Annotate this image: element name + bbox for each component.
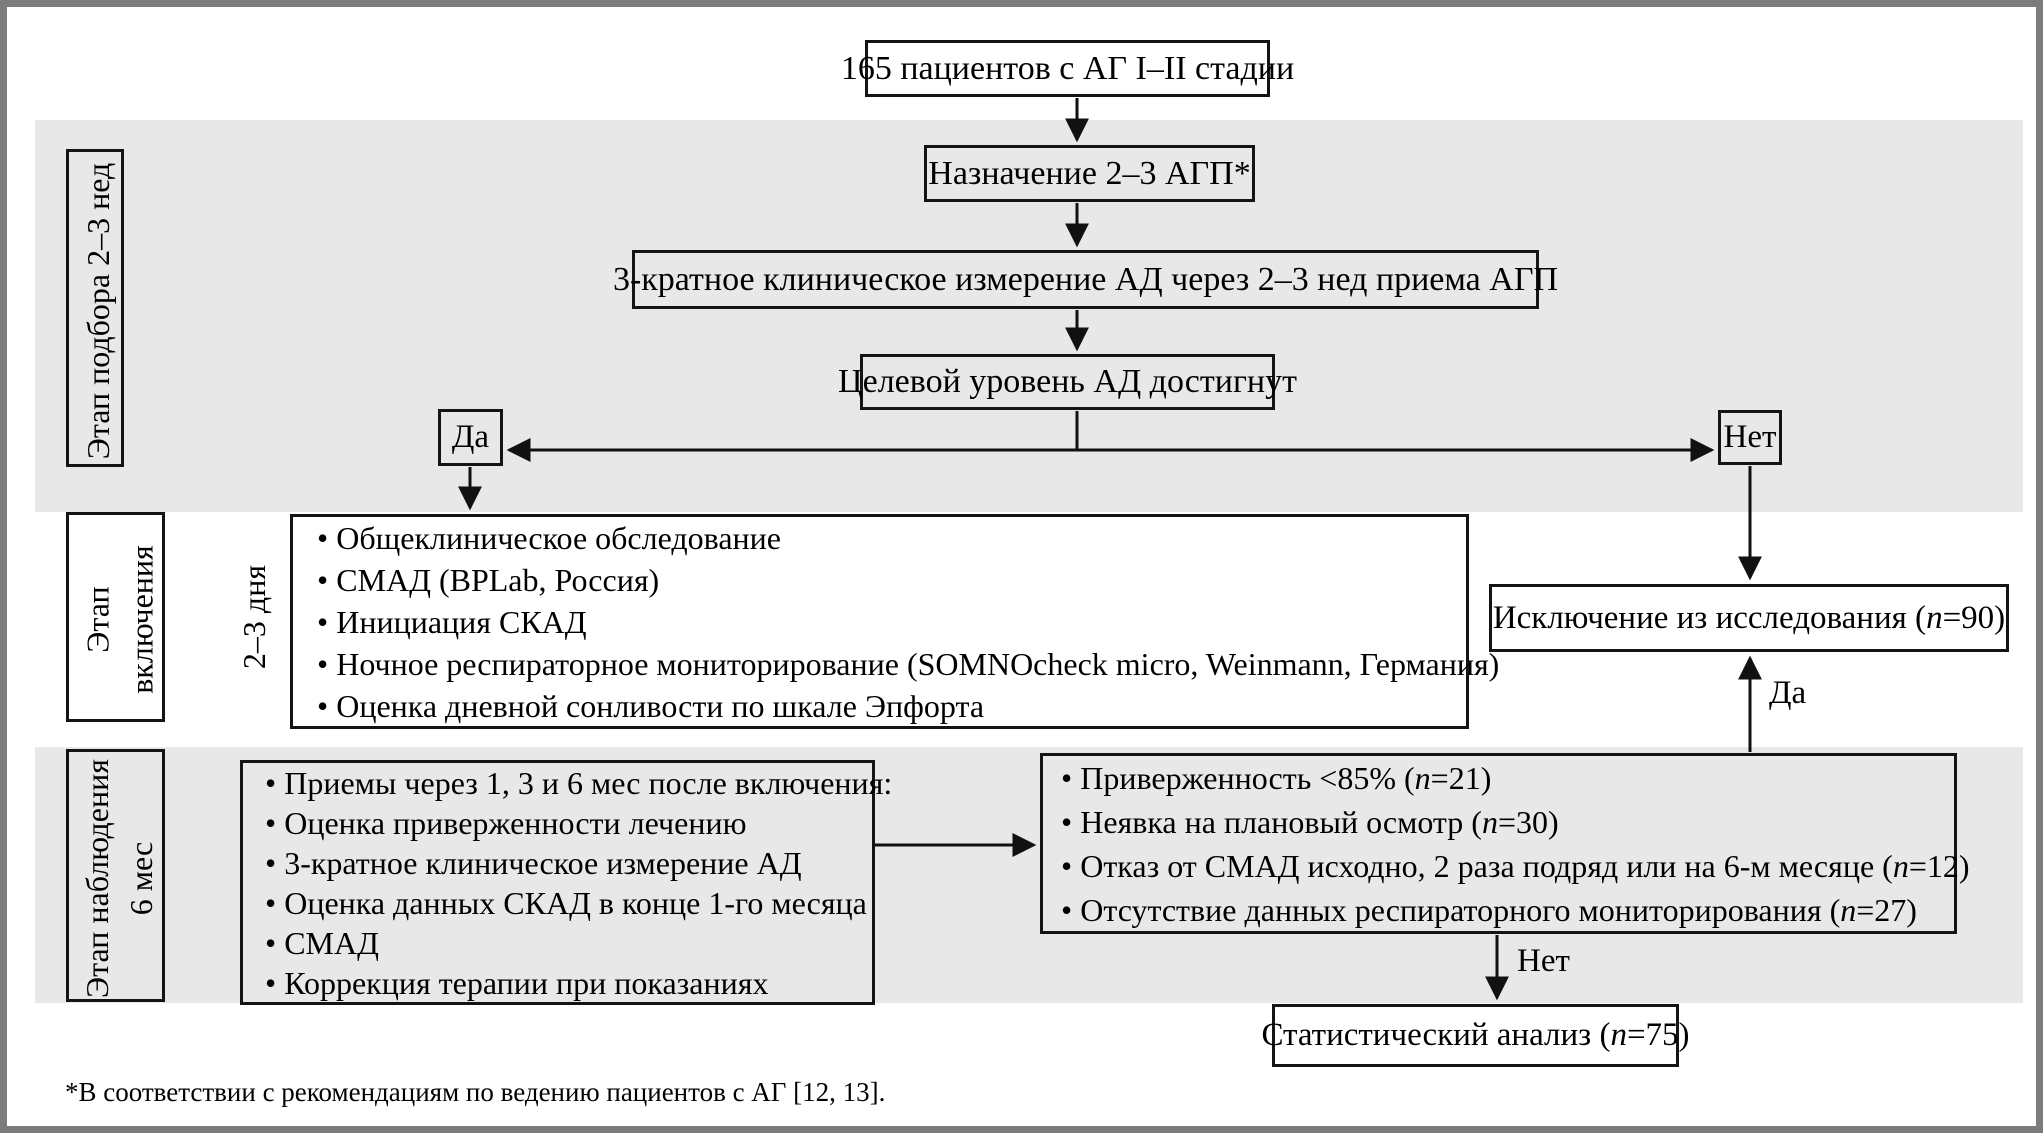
stage3-label-line1: Этап наблюдения	[78, 759, 115, 998]
duration-rot: 2–3 дня	[204, 512, 304, 722]
footnote: *В соответствии с рекомендациям по веден…	[65, 1077, 886, 1107]
followup-item: Приемы через 1, 3 и 6 мес после включени…	[265, 763, 892, 803]
inclusion-item: Оценка дневной сонливости по шкале Эпфор…	[317, 685, 1466, 727]
inclusion-box: Общеклиническое обследование СМАД (BPLab…	[290, 514, 1499, 729]
target-box: Целевой уровень АД достигнут	[838, 354, 1297, 410]
duration-wrap: 2–3 дня	[204, 512, 304, 722]
assign-text: Назначение 2–3 АГП*	[928, 154, 1251, 192]
stage2-label-line2: включения	[123, 545, 159, 694]
followup-item: Коррекция терапии при показаниях	[265, 963, 872, 1003]
inclusion-list: Общеклиническое обследование СМАД (BPLab…	[317, 517, 1499, 727]
stage1-sidebar-rot: Этап подбора 2–3 нед	[69, 152, 127, 470]
followup-item: СМАД	[265, 923, 872, 963]
no-text: Нет	[1723, 419, 1777, 455]
stage2-sidebar: Этап включения	[66, 512, 165, 722]
stage3-label-line2: 6 мес	[122, 841, 159, 916]
dropout-item: Отказ от СМАД исходно, 2 раза подряд или…	[1061, 844, 1969, 888]
assign-box: Назначение 2–3 АГП*	[924, 145, 1255, 202]
target-text: Целевой уровень АД достигнут	[838, 363, 1297, 401]
stage2-sidebar-rot: Этап включения	[70, 515, 169, 725]
inclusion-item: Ночное респираторное мониторирование (SO…	[317, 643, 1499, 685]
dropout-box: Приверженность <85% (n=21) Неявка на пла…	[1040, 753, 1970, 934]
yes-text: Да	[451, 419, 490, 455]
measure-text: 3-кратное клиническое измерение АД через…	[612, 260, 1559, 298]
followup-box: Приемы через 1, 3 и 6 мес после включени…	[240, 760, 892, 1005]
followup-item: Оценка приверженности лечению	[265, 803, 872, 843]
exclusion-text: Исключение из исследования (n=90)	[1492, 599, 2006, 636]
dropout-list: Приверженность <85% (n=21) Неявка на пла…	[1061, 756, 1969, 932]
stage1-label: Этап подбора 2–3 нед	[80, 162, 116, 460]
stat-box: Статистический анализ (n=75)	[1261, 1004, 1690, 1067]
stage2-label-line1: Этап	[79, 586, 115, 653]
followup-item: 3-кратное клиническое измерение АД	[265, 843, 872, 883]
exclusion-box: Исключение из исследования (n=90)	[1489, 584, 2009, 652]
inclusion-item: Общеклиническое обследование	[317, 517, 1466, 559]
dropout-item: Отсутствие данных респираторного монитор…	[1061, 888, 1954, 932]
yes-box: Да	[438, 409, 503, 466]
patients-box: 165 пациентов с АГ I–II стадии	[841, 40, 1294, 97]
no-box: Нет	[1718, 410, 1782, 465]
patients-text: 165 пациентов с АГ I–II стадии	[840, 49, 1295, 87]
dropout-item: Приверженность <85% (n=21)	[1061, 756, 1954, 800]
duration-label: 2–3 дня	[236, 564, 272, 670]
edge-label-no: Нет	[1517, 943, 1570, 979]
stage3-sidebar-rot: Этап наблюдения 6 мес	[69, 752, 168, 1005]
inclusion-item: СМАД (BPLab, Россия)	[317, 559, 1466, 601]
edge-label-yes: Да	[1769, 675, 1807, 711]
stage1-sidebar: Этап подбора 2–3 нед	[66, 149, 124, 467]
dropout-item: Неявка на плановый осмотр (n=30)	[1061, 800, 1954, 844]
measure-box: 3-кратное клиническое измерение АД через…	[613, 250, 1558, 309]
followup-list: Приемы через 1, 3 и 6 мес после включени…	[265, 763, 892, 1003]
stage3-sidebar: Этап наблюдения 6 мес	[66, 749, 165, 1002]
followup-item: Оценка данных СКАД в конце 1-го месяца	[265, 883, 872, 923]
inclusion-item: Инициация СКАД	[317, 601, 1466, 643]
stat-text: Статистический анализ (n=75)	[1261, 1017, 1690, 1053]
